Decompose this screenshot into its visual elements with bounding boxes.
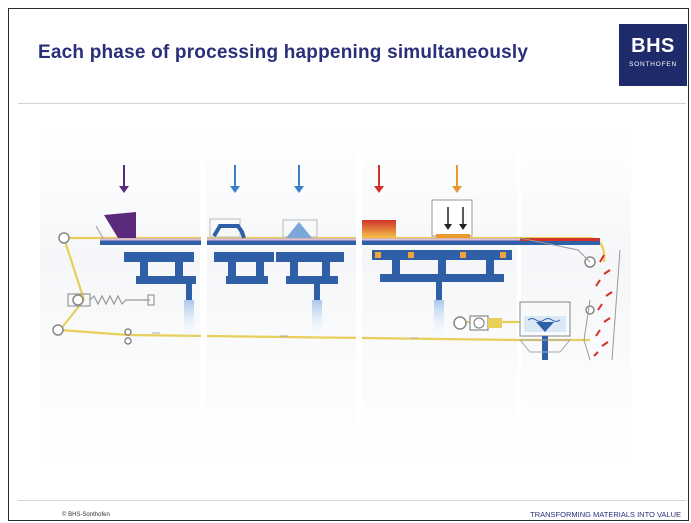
section-feed (104, 165, 196, 340)
arrow-down-icon (452, 186, 462, 193)
product-layer (100, 238, 600, 241)
section-gaps (201, 230, 362, 360)
section-panel (521, 125, 631, 465)
section-wash-1 (209, 165, 274, 284)
section-cloth-wash (518, 301, 572, 360)
tensioner-spring (67, 293, 155, 307)
bhs-logo: BHS SONTHOFEN (619, 24, 687, 86)
steam-hood (362, 220, 396, 238)
arrow-down-icon (230, 186, 240, 193)
arrow-down-icon (459, 224, 467, 230)
section-wash-2 (276, 165, 344, 340)
discharge-guide (519, 237, 621, 361)
arrow-down-icon (119, 186, 129, 193)
footer-divider (18, 500, 686, 501)
cake-discharge (593, 254, 613, 357)
spray-cone (286, 222, 312, 238)
section-steam (362, 165, 512, 340)
belt-rollers (52, 232, 596, 345)
feed-hopper (104, 212, 136, 238)
tagline-text: TRANSFORMING MATERIALS INTO VALUE (530, 510, 681, 519)
discharge-unit (453, 315, 502, 331)
logo-subtitle: SONTHOFEN (628, 61, 677, 68)
copyright-text: © BHS-Sonthofen (62, 512, 110, 518)
arrow-down-icon (444, 224, 452, 230)
belt-markers (152, 332, 418, 339)
arrow-down-icon (374, 186, 384, 193)
header-divider (18, 103, 686, 104)
belt-bed (100, 240, 600, 245)
logo-name: BHS (631, 35, 675, 57)
belt-guide (95, 225, 104, 239)
press-box (431, 199, 473, 237)
arrow-down-icon (294, 186, 304, 193)
section-panel (40, 125, 200, 465)
slide-title: Each phase of processing happening simul… (38, 42, 529, 63)
dried-cake (520, 238, 600, 241)
section-panel (206, 125, 356, 465)
section-press (431, 165, 473, 238)
